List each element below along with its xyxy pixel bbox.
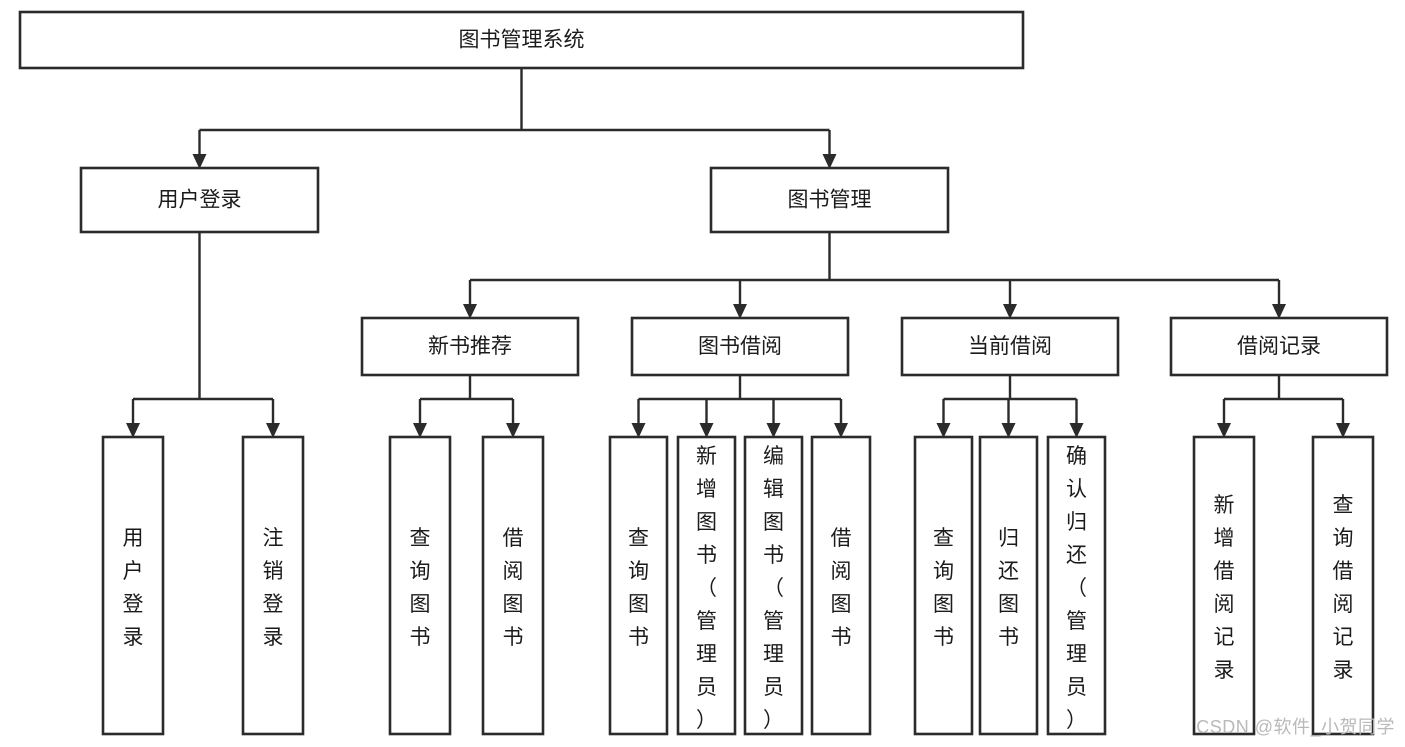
connector-group-book-manage: [463, 232, 1286, 319]
node-label: 确认归还（管理员）: [1066, 445, 1087, 732]
node-label: 借阅图书: [831, 527, 852, 649]
connector-group-user-login: [126, 232, 280, 438]
node-box: [608, 435, 669, 736]
node-box: [1046, 435, 1107, 736]
node-label: 归还图书: [998, 527, 1019, 649]
node-box: [709, 166, 950, 234]
node-label: 借阅记录: [1237, 335, 1321, 358]
connector-group-borrow-record: [1217, 375, 1350, 438]
arrow-head-icon: [631, 423, 646, 438]
node-label: 新书推荐: [428, 335, 512, 358]
arrow-head-icon: [463, 304, 477, 319]
node-label: 注销登录: [263, 527, 284, 649]
connector-group-current-borrow: [936, 375, 1084, 438]
arrow-head-icon: [1217, 423, 1231, 438]
node-box: [241, 435, 305, 736]
arrow-head-icon: [1272, 304, 1286, 319]
arrow-head-icon: [192, 154, 207, 169]
node-label: 查询图书: [933, 527, 954, 649]
node-label: 编辑图书（管理员）: [763, 445, 784, 732]
arrow-head-icon: [766, 423, 781, 438]
node-box: [978, 435, 1039, 736]
node-leaf-add-book[interactable]: 新增图书（管理员）: [676, 435, 737, 736]
node-leaf-borrow-book-2[interactable]: 借阅图书: [810, 435, 872, 736]
node-label: 图书借阅: [698, 335, 782, 358]
node-label: 查询图书: [628, 527, 649, 649]
node-box: [360, 316, 580, 377]
node-new-book-recommend[interactable]: 新书推荐: [360, 316, 580, 377]
node-leaf-query-record[interactable]: 查询借阅记录: [1311, 435, 1375, 736]
node-leaf-borrow-book-1[interactable]: 借阅图书: [481, 435, 545, 736]
node-box: [810, 435, 872, 736]
node-box: [101, 435, 165, 736]
node-box: [900, 316, 1120, 377]
node-box: [388, 435, 452, 736]
arrow-head-icon: [266, 423, 280, 438]
connector-layer: [126, 68, 1350, 438]
node-label: 借阅图书: [503, 527, 524, 649]
node-user-login[interactable]: 用户登录: [79, 166, 320, 234]
node-label: 用户登录: [158, 189, 242, 212]
arrow-head-icon: [413, 423, 427, 438]
arrow-head-icon: [1003, 304, 1017, 319]
node-label: 图书管理系统: [459, 29, 585, 52]
node-current-borrow[interactable]: 当前借阅: [900, 316, 1120, 377]
node-layer: 图书管理系统用户登录图书管理新书推荐图书借阅当前借阅借阅记录用户登录注销登录查询…: [18, 10, 1389, 736]
node-label: 查询借阅记录: [1333, 494, 1354, 682]
node-leaf-query-book-2[interactable]: 查询图书: [608, 435, 669, 736]
arrow-head-icon: [1001, 423, 1016, 438]
node-borrow-record[interactable]: 借阅记录: [1169, 316, 1389, 377]
node-leaf-confirm-return[interactable]: 确认归还（管理员）: [1046, 435, 1107, 736]
arrow-head-icon: [1336, 423, 1350, 438]
node-leaf-add-record[interactable]: 新增借阅记录: [1192, 435, 1256, 736]
node-label: 查询图书: [410, 527, 431, 649]
arrow-head-icon: [506, 423, 520, 438]
arrow-head-icon: [1069, 423, 1084, 438]
node-leaf-logout[interactable]: 注销登录: [241, 435, 305, 736]
arrow-head-icon: [733, 304, 747, 319]
node-book-borrow[interactable]: 图书借阅: [630, 316, 850, 377]
node-leaf-edit-book[interactable]: 编辑图书（管理员）: [743, 435, 804, 736]
node-box: [1311, 435, 1375, 736]
node-root[interactable]: 图书管理系统: [18, 10, 1025, 70]
node-box: [481, 435, 545, 736]
node-leaf-query-book-3[interactable]: 查询图书: [913, 435, 974, 736]
node-box: [913, 435, 974, 736]
node-label: 图书管理: [788, 189, 872, 212]
node-label: 用户登录: [123, 527, 144, 649]
node-label: 新增借阅记录: [1214, 494, 1235, 682]
node-box: [79, 166, 320, 234]
node-book-manage[interactable]: 图书管理: [709, 166, 950, 234]
node-leaf-user-login[interactable]: 用户登录: [101, 435, 165, 736]
connector-group-new-book-recommend: [413, 375, 520, 438]
node-box: [18, 10, 1025, 70]
connector-group-book-borrow: [631, 375, 848, 438]
node-box: [743, 435, 804, 736]
arrow-head-icon: [936, 423, 951, 438]
node-leaf-query-book-1[interactable]: 查询图书: [388, 435, 452, 736]
node-box: [676, 435, 737, 736]
node-label: 当前借阅: [968, 335, 1052, 358]
arrow-head-icon: [834, 423, 848, 438]
node-box: [1169, 316, 1389, 377]
arrow-head-icon: [822, 154, 837, 169]
arrow-head-icon: [699, 423, 714, 438]
connector-group-root: [192, 68, 837, 169]
node-box: [630, 316, 850, 377]
node-label: 新增图书（管理员）: [696, 445, 717, 732]
node-box: [1192, 435, 1256, 736]
node-leaf-return-book[interactable]: 归还图书: [978, 435, 1039, 736]
arrow-head-icon: [126, 423, 140, 438]
